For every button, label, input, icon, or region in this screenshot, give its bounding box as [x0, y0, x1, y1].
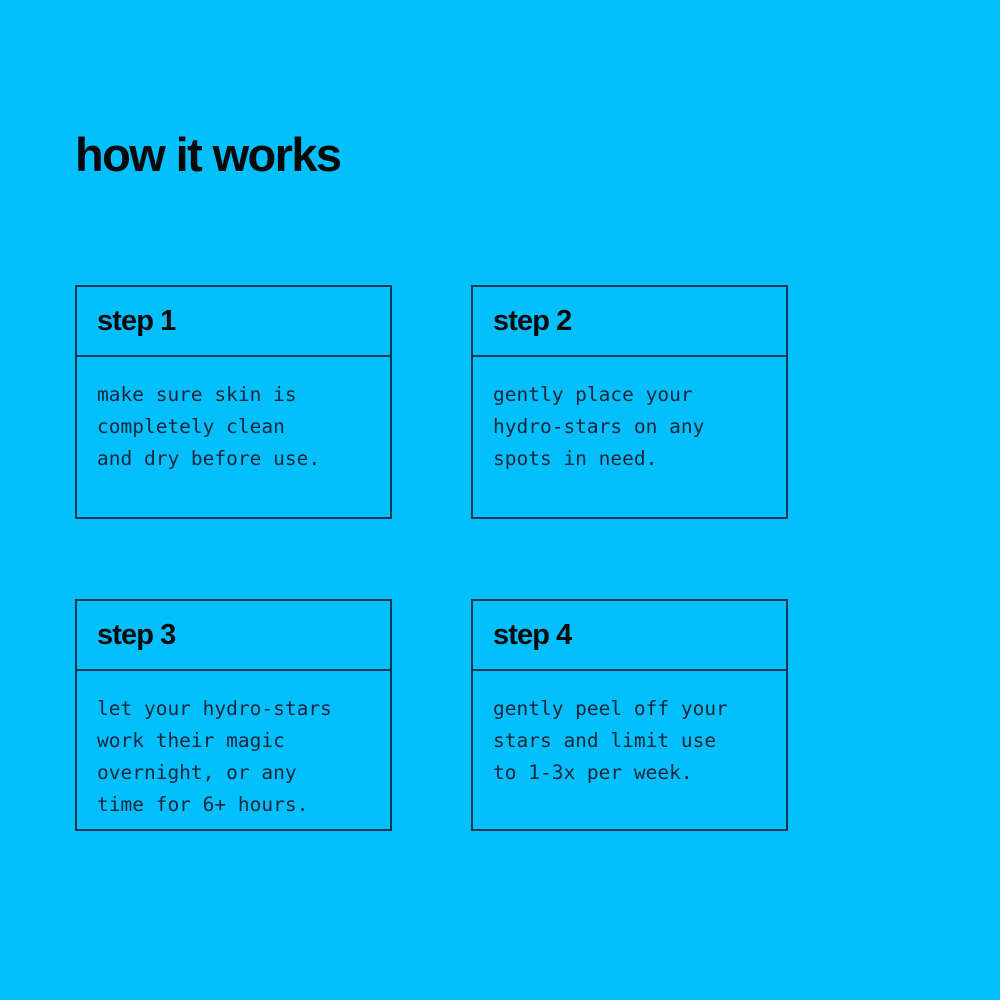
- step-card-3-label: step 3: [97, 618, 176, 651]
- step-card-2-text: gently place your hydro-stars on any spo…: [493, 383, 705, 470]
- page-title: how it works: [75, 128, 342, 182]
- step-card-3-text: let your hydro-stars work their magic ov…: [97, 697, 332, 816]
- step-card-3: step 3 let your hydro-stars work their m…: [75, 599, 392, 831]
- step-card-4-body: gently peel off your stars and limit use…: [473, 671, 786, 789]
- step-card-1-label: step 1: [97, 304, 176, 337]
- step-card-1-header: step 1: [77, 287, 390, 357]
- step-card-1-body: make sure skin is completely clean and d…: [77, 357, 390, 475]
- steps-grid: step 1 make sure skin is completely clea…: [75, 285, 788, 831]
- step-card-3-header: step 3: [77, 601, 390, 671]
- step-card-4-header: step 4: [473, 601, 786, 671]
- step-card-1: step 1 make sure skin is completely clea…: [75, 285, 392, 519]
- step-card-4-text: gently peel off your stars and limit use…: [493, 697, 728, 784]
- step-card-2-header: step 2: [473, 287, 786, 357]
- step-card-4-label: step 4: [493, 618, 572, 651]
- step-card-2-body: gently place your hydro-stars on any spo…: [473, 357, 786, 475]
- step-card-2-label: step 2: [493, 304, 572, 337]
- step-card-1-text: make sure skin is completely clean and d…: [97, 383, 321, 470]
- step-card-2: step 2 gently place your hydro-stars on …: [471, 285, 788, 519]
- step-card-3-body: let your hydro-stars work their magic ov…: [77, 671, 390, 821]
- step-card-4: step 4 gently peel off your stars and li…: [471, 599, 788, 831]
